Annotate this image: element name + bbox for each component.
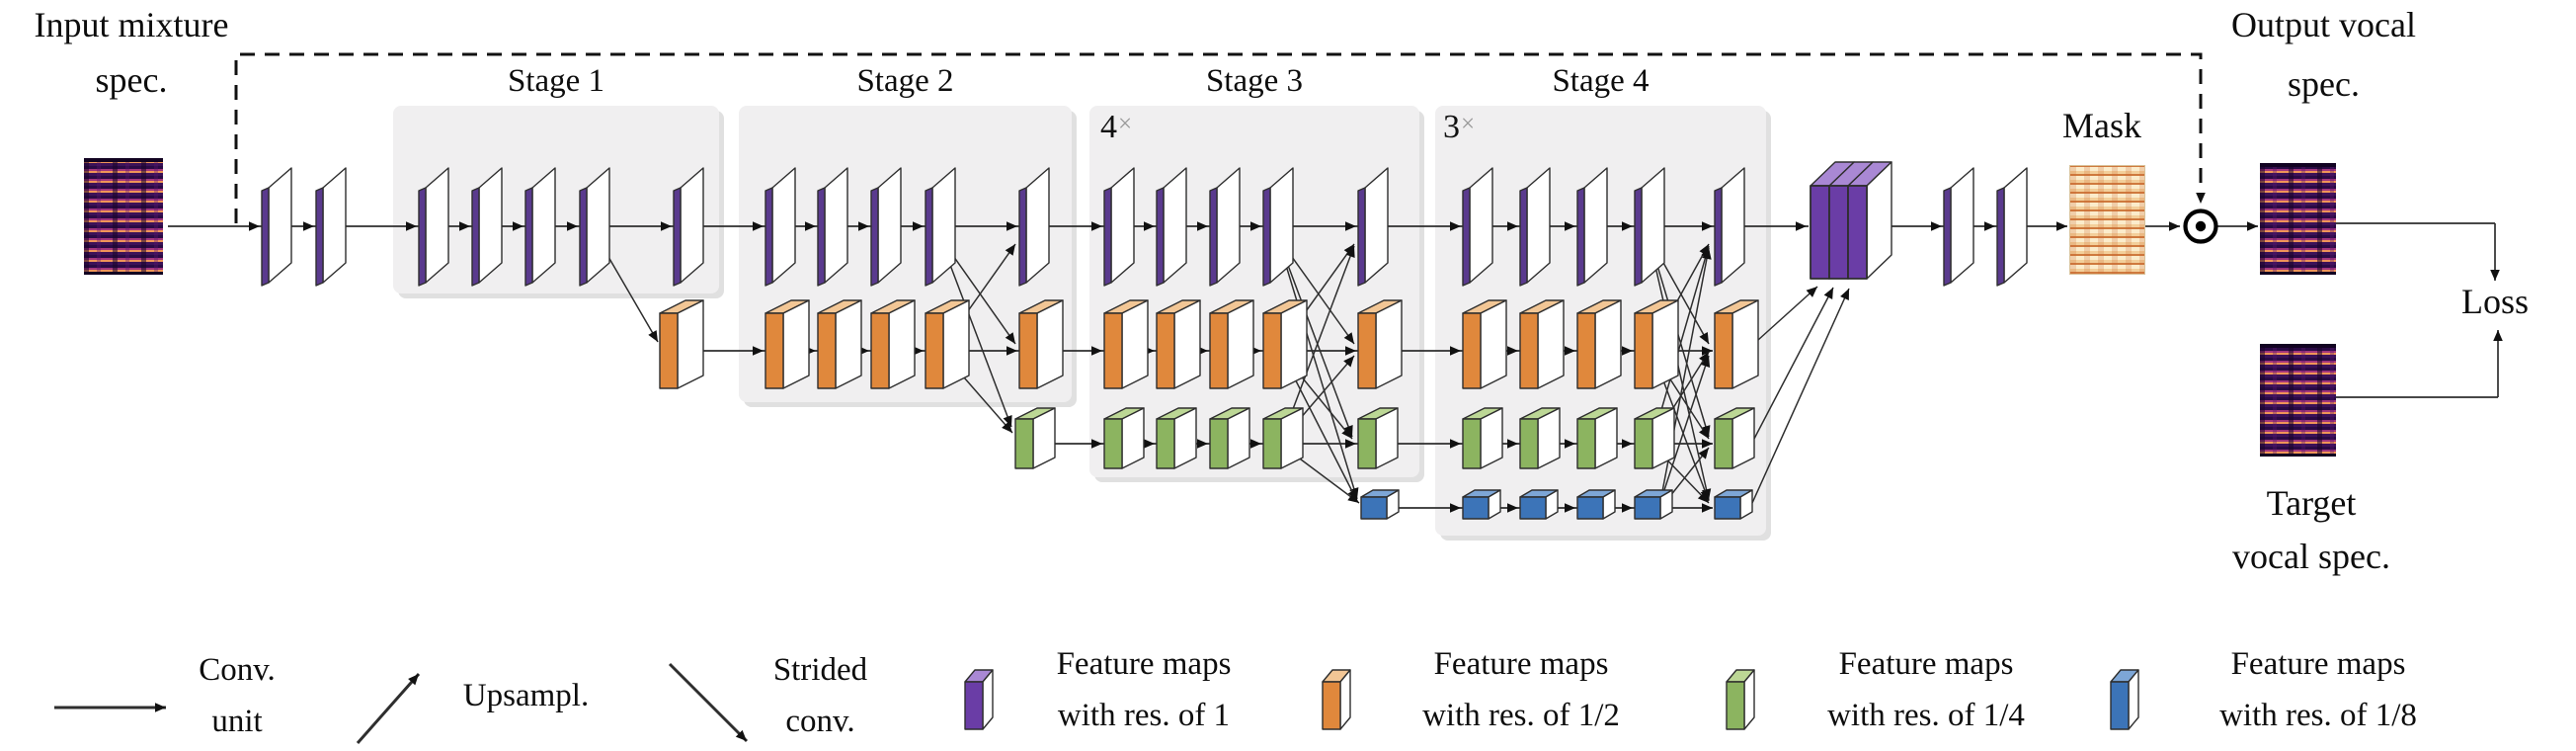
stage1-title: Stage 1 [507,63,605,99]
target-spec-label-line2: vocal spec. [2232,537,2390,576]
legend-res1-8-line2: with res. of 1/8 [2219,698,2417,733]
times-icon: × [1118,111,1133,137]
feature-map-res1 [1469,167,1493,284]
stage3-title: Stage 3 [1205,63,1304,99]
mask-spectrogram [2069,165,2145,275]
legend-res1-2-line1: Feature maps [1433,646,1609,682]
feature-map-res1 [2003,167,2028,284]
legend-conv-unit-line2: unit [211,704,263,739]
feature-map-res1 [1583,167,1608,284]
output-spec-label-line2: spec. [2288,64,2360,104]
target-vocal-spectrogram [2260,344,2336,457]
feature-map-res1 [1641,167,1665,284]
input-spec-label-line2: spec. [95,60,168,100]
feature-map-res1 [931,167,956,284]
concat-feature-stack [1810,185,1830,280]
feature-map-res1 [425,167,449,284]
legend-res1-4-line2: with res. of 1/4 [1827,698,2025,733]
feature-map-res1 [322,167,347,284]
mask-label: Mask [2062,106,2141,145]
legend-strided-conv-line2: conv. [785,704,855,739]
legend-upsampling-label: Upsampl. [462,678,590,713]
input-spec-label-line1: Input mixture [34,5,229,44]
feature-map-res1 [586,167,610,284]
concat-feature-stack [1828,185,1849,280]
feature-map-res1 [771,167,796,284]
stage2-title: Stage 2 [856,63,954,99]
feature-map-res1 [1110,167,1135,284]
feature-map-res1 [478,167,503,284]
feature-map-res1 [1364,167,1389,284]
feature-map-res1 [1526,167,1551,284]
feature-map-res1 [1025,167,1050,284]
legend-res1-2-line2: with res. of 1/2 [1422,698,1620,733]
legend-res1-line1: Feature maps [1056,646,1232,682]
feature-map-res1 [268,167,292,284]
input-mixture-spectrogram [84,158,163,275]
stage4-title: Stage 4 [1552,63,1650,99]
stage3-repeat-count: 4× [1100,109,1133,145]
stage4-repeat-count: 3× [1443,109,1476,145]
feature-map-res1 [877,167,902,284]
output-spec-label-line1: Output vocal [2231,5,2416,44]
legend-strided-conv-line1: Strided [772,652,868,688]
input-skip-connection-dashed [234,52,2203,223]
target-spec-label-line1: Target [2266,483,2357,523]
times-icon: × [1461,111,1476,137]
legend-res1-4-line1: Feature maps [1838,646,2014,682]
feature-map-res1 [680,167,704,284]
loss-label: Loss [2460,282,2529,321]
feature-map-res1 [1721,167,1745,284]
concat-feature-stack [1847,185,1868,280]
feature-map-res1 [824,167,848,284]
feature-map-res1 [1269,167,1294,284]
feature-map-res1 [1950,167,1974,284]
feature-map-res1 [1163,167,1187,284]
legend-res1-line2: with res. of 1 [1057,698,1231,733]
output-vocal-spectrogram [2260,163,2336,275]
legend-conv-unit-line1: Conv. [199,652,276,688]
feature-map-res1 [531,167,556,284]
feature-map-res1 [1216,167,1241,284]
legend-res1-8-line1: Feature maps [2230,646,2406,682]
